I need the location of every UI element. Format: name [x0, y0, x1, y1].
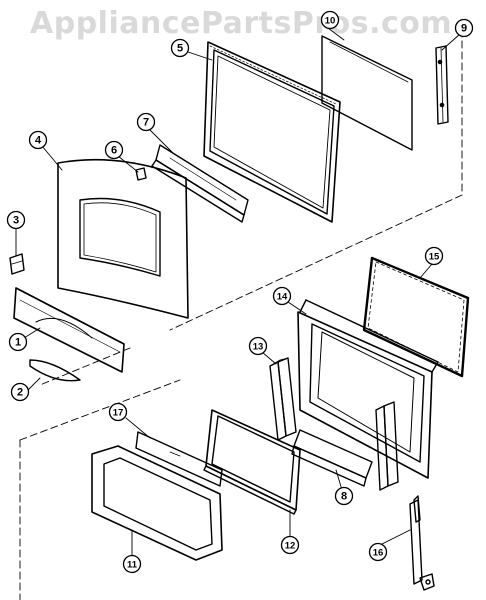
part-9-side-bracket — [435, 45, 449, 125]
section-divider-lines — [19, 29, 463, 600]
callout-circle — [6, 210, 26, 230]
callout-13: 13 — [248, 336, 268, 356]
callout-11: 11 — [122, 554, 142, 574]
callout-circle — [280, 535, 300, 555]
part-15-door-gasket — [362, 256, 470, 378]
part-13-insulation-left — [269, 357, 297, 441]
callout-15: 15 — [424, 246, 444, 266]
callout-4: 4 — [28, 130, 48, 150]
callout-5: 5 — [170, 38, 190, 58]
callout-label: 1 — [15, 337, 21, 349]
part-7-vent-trim — [151, 144, 249, 223]
callout-label: 3 — [13, 215, 19, 227]
callout-3: 3 — [6, 210, 26, 230]
callout-circle — [272, 286, 292, 306]
part-11-window-frame — [91, 445, 223, 561]
callout-label: 13 — [253, 342, 264, 353]
part-6-clip — [135, 167, 147, 181]
part-3-hinge-block — [9, 253, 25, 275]
callout-circle — [368, 542, 388, 562]
callout-circle — [122, 554, 142, 574]
callout-label: 15 — [429, 252, 440, 263]
callout-label: 11 — [127, 560, 138, 571]
callout-16: 16 — [368, 542, 388, 562]
callout-10: 10 — [320, 10, 340, 30]
callout-circle — [108, 402, 128, 422]
callout-label: 14 — [277, 292, 288, 303]
callout-circle — [170, 38, 190, 58]
part-12-glass-pack — [203, 409, 301, 515]
part-2-handle-insert — [29, 359, 81, 382]
callout-14: 14 — [272, 286, 292, 306]
callout-circle — [10, 382, 30, 402]
callout-6: 6 — [104, 140, 124, 160]
callout-label: 17 — [113, 408, 124, 419]
callout-label: 7 — [143, 117, 149, 129]
callout-circle — [320, 10, 340, 30]
part-4-outer-door-panel — [57, 158, 189, 319]
callout-9: 9 — [454, 18, 474, 38]
callout-circle — [8, 332, 28, 352]
callout-8: 8 — [334, 486, 354, 506]
callout-circle — [424, 246, 444, 266]
part-13-insulation-right — [375, 401, 399, 491]
callout-label: 5 — [177, 43, 183, 55]
callout-circle — [454, 18, 474, 38]
callout-label: 9 — [461, 23, 467, 35]
leader-lines — [15, 27, 461, 556]
part-17-window-glass — [135, 431, 223, 487]
callout-circle — [248, 336, 268, 356]
callout-label: 2 — [17, 387, 23, 399]
part-5-inner-frame — [203, 41, 341, 223]
part-1-handle-bar — [13, 287, 125, 373]
callout-circle — [334, 486, 354, 506]
callout-circle — [104, 140, 124, 160]
callout-2: 2 — [10, 382, 30, 402]
callout-label: 4 — [35, 135, 42, 147]
callout-circle — [136, 112, 156, 132]
callout-label: 6 — [111, 145, 117, 157]
part-10-glass-panel — [321, 35, 413, 151]
callout-circle — [28, 130, 48, 150]
part-14-inner-liner — [297, 299, 439, 479]
callout-17: 17 — [108, 402, 128, 422]
callout-label: 12 — [285, 541, 296, 552]
watermark-text: AppliancePartsPros.com — [30, 6, 453, 41]
callout-1: 1 — [8, 332, 28, 352]
callout-12: 12 — [280, 535, 300, 555]
callout-label: 10 — [325, 16, 336, 27]
part-8-insulation-bottom — [291, 429, 373, 487]
callout-label: 8 — [341, 491, 347, 503]
callout-7: 7 — [136, 112, 156, 132]
callout-label: 16 — [373, 548, 384, 559]
part-16-hinge-channel — [409, 495, 435, 591]
